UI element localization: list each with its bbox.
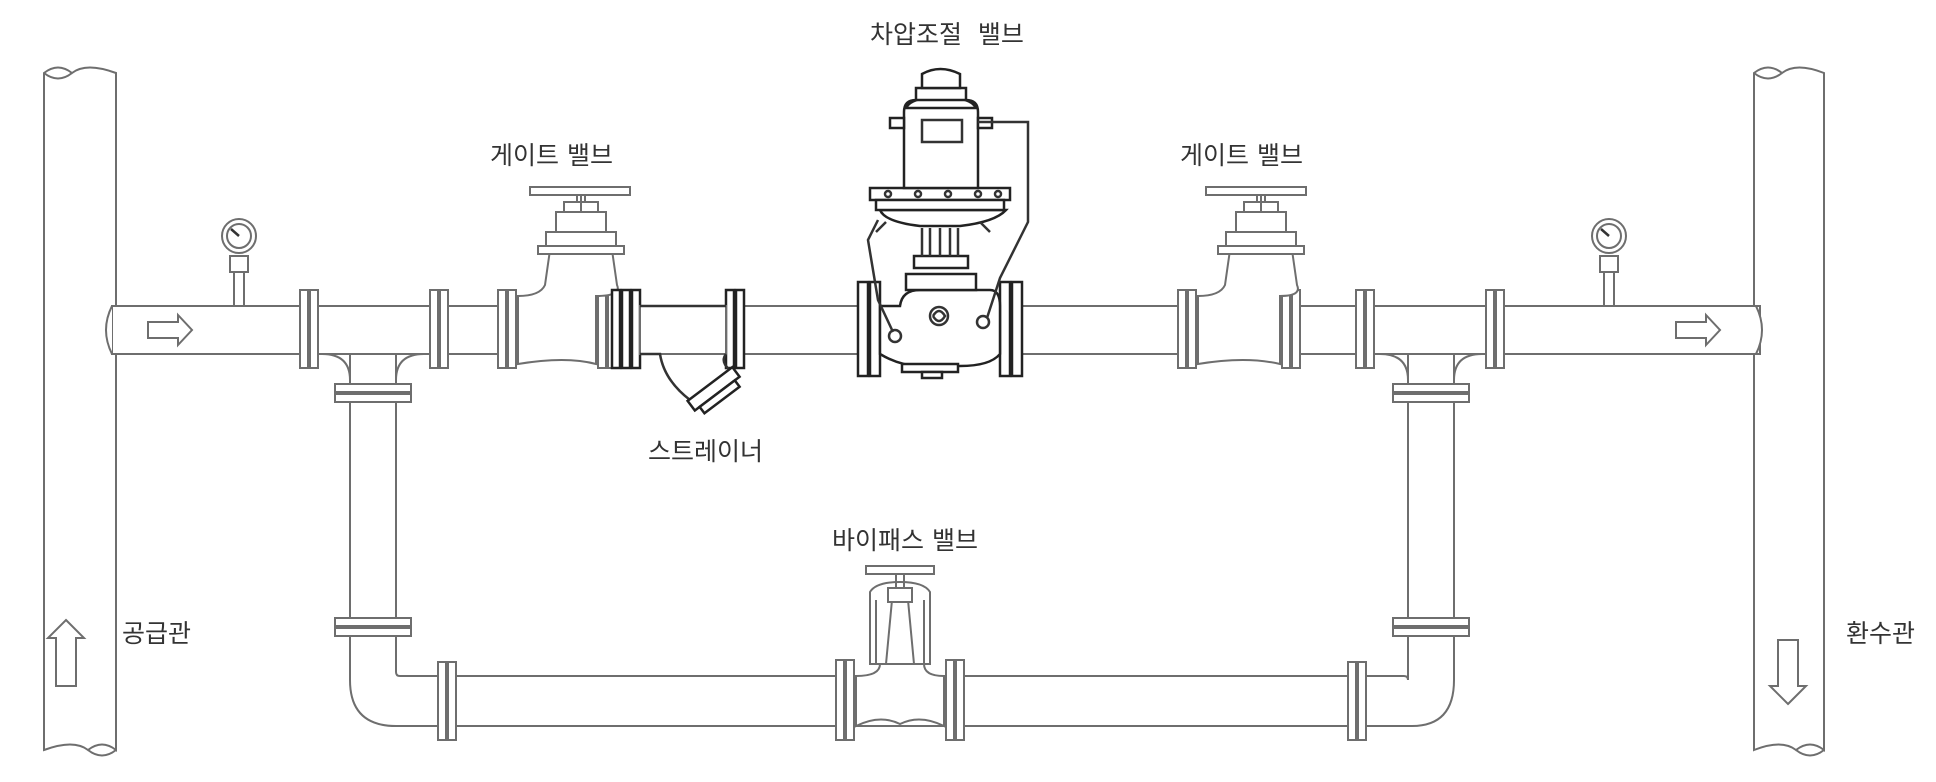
arrow-up-icon <box>45 618 87 687</box>
strainer-label: 스트레이너 <box>648 437 764 466</box>
return-pipe-label: 환수관 <box>1846 619 1916 648</box>
main-flanges <box>299 289 1505 369</box>
gate-valve-left <box>497 186 631 369</box>
flow-arrow-left-icon <box>147 312 194 348</box>
pressure-gauge-left-icon <box>221 218 257 306</box>
bypass-pipe <box>321 353 1483 741</box>
bypass-valve-label: 바이패스 밸브 <box>832 526 978 555</box>
arrow-down-icon <box>1767 639 1809 706</box>
flow-arrow-right-icon <box>1675 312 1722 348</box>
gate-valve-right-label: 게이트 밸브 <box>1180 141 1303 170</box>
bypass-valve <box>835 565 965 741</box>
gate-valve-left-label: 게이트 밸브 <box>490 141 613 170</box>
pressure-gauge-right-icon <box>1591 218 1627 306</box>
supply-pipe <box>43 66 117 757</box>
gate-valve-right <box>1177 186 1307 369</box>
strainer <box>610 288 746 415</box>
pressure-regulating-valve <box>856 67 1030 380</box>
supply-pipe-label: 공급관 <box>122 619 192 648</box>
return-pipe <box>1753 66 1825 757</box>
prv-valve-label: 차압조절 밸브 <box>870 20 1024 49</box>
